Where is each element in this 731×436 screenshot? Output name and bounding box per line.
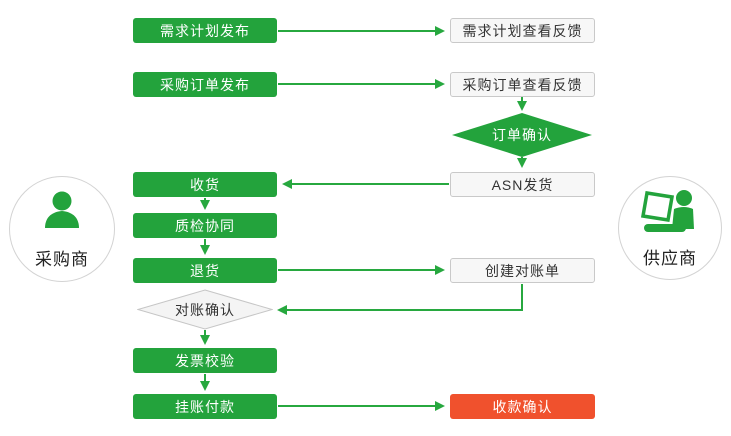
buyer-label: 采购商 bbox=[35, 250, 89, 269]
person-icon bbox=[36, 188, 88, 243]
node-asn-ship: ASN发货 bbox=[450, 172, 595, 197]
node-order-confirm-label: 订单确认 bbox=[492, 127, 552, 143]
node-order-confirm-diamond: 订单确认 bbox=[452, 113, 592, 157]
node-recon-confirm-label: 对账确认 bbox=[175, 301, 235, 318]
node-receive: 收货 bbox=[133, 172, 277, 197]
node-demand-plan-publish: 需求计划发布 bbox=[133, 18, 277, 43]
buyer-avatar: 采购商 bbox=[9, 176, 115, 282]
node-receipt-confirm: 收款确认 bbox=[450, 394, 595, 419]
node-return-goods: 退货 bbox=[133, 258, 277, 283]
diamond-shape bbox=[137, 289, 273, 330]
node-po-feedback: 采购订单查看反馈 bbox=[450, 72, 595, 97]
node-recon-confirm-diamond: 对账确认 bbox=[137, 289, 273, 330]
supplier-avatar: 供应商 bbox=[618, 176, 722, 280]
node-demand-plan-feedback: 需求计划查看反馈 bbox=[450, 18, 595, 43]
node-create-statement: 创建对账单 bbox=[450, 258, 595, 283]
node-payment: 挂账付款 bbox=[133, 394, 277, 419]
arrow-create-statement-to-recon-confirm bbox=[277, 284, 523, 315]
diamond-shape bbox=[452, 113, 592, 157]
node-po-publish: 采购订单发布 bbox=[133, 72, 277, 97]
node-qc-collab: 质检协同 bbox=[133, 213, 277, 238]
supplier-label: 供应商 bbox=[643, 249, 697, 268]
node-invoice-check: 发票校验 bbox=[133, 348, 277, 373]
person-laptop-icon bbox=[640, 187, 700, 242]
